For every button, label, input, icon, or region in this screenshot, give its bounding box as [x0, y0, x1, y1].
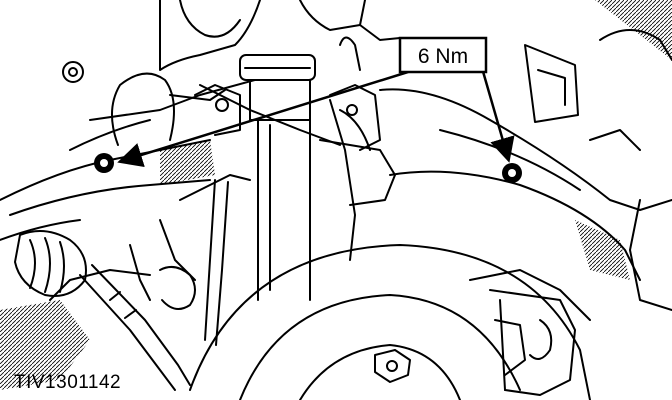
- bolt-icon: [502, 163, 522, 183]
- shaded-areas: [0, 0, 672, 390]
- strut-assembly: [239, 36, 361, 301]
- mounting-bracket: [179, 84, 396, 206]
- drive-shaft: [14, 230, 196, 391]
- arrow-icon: [480, 67, 515, 163]
- brake-caliper: [489, 289, 576, 396]
- bolt-icon: [94, 153, 114, 173]
- engine-block: [379, 29, 672, 321]
- figure-id: TIV1301142: [14, 372, 121, 393]
- torque-callout: 6 Nm: [398, 36, 488, 74]
- washer-detail: [62, 61, 84, 83]
- transmission-housing: [0, 79, 256, 301]
- brake-rotor: [189, 244, 591, 400]
- strut-top-mount: [159, 0, 401, 71]
- hub-nut: [374, 349, 411, 383]
- torque-label: 6 Nm: [418, 45, 468, 68]
- arrow-icon: [117, 70, 409, 167]
